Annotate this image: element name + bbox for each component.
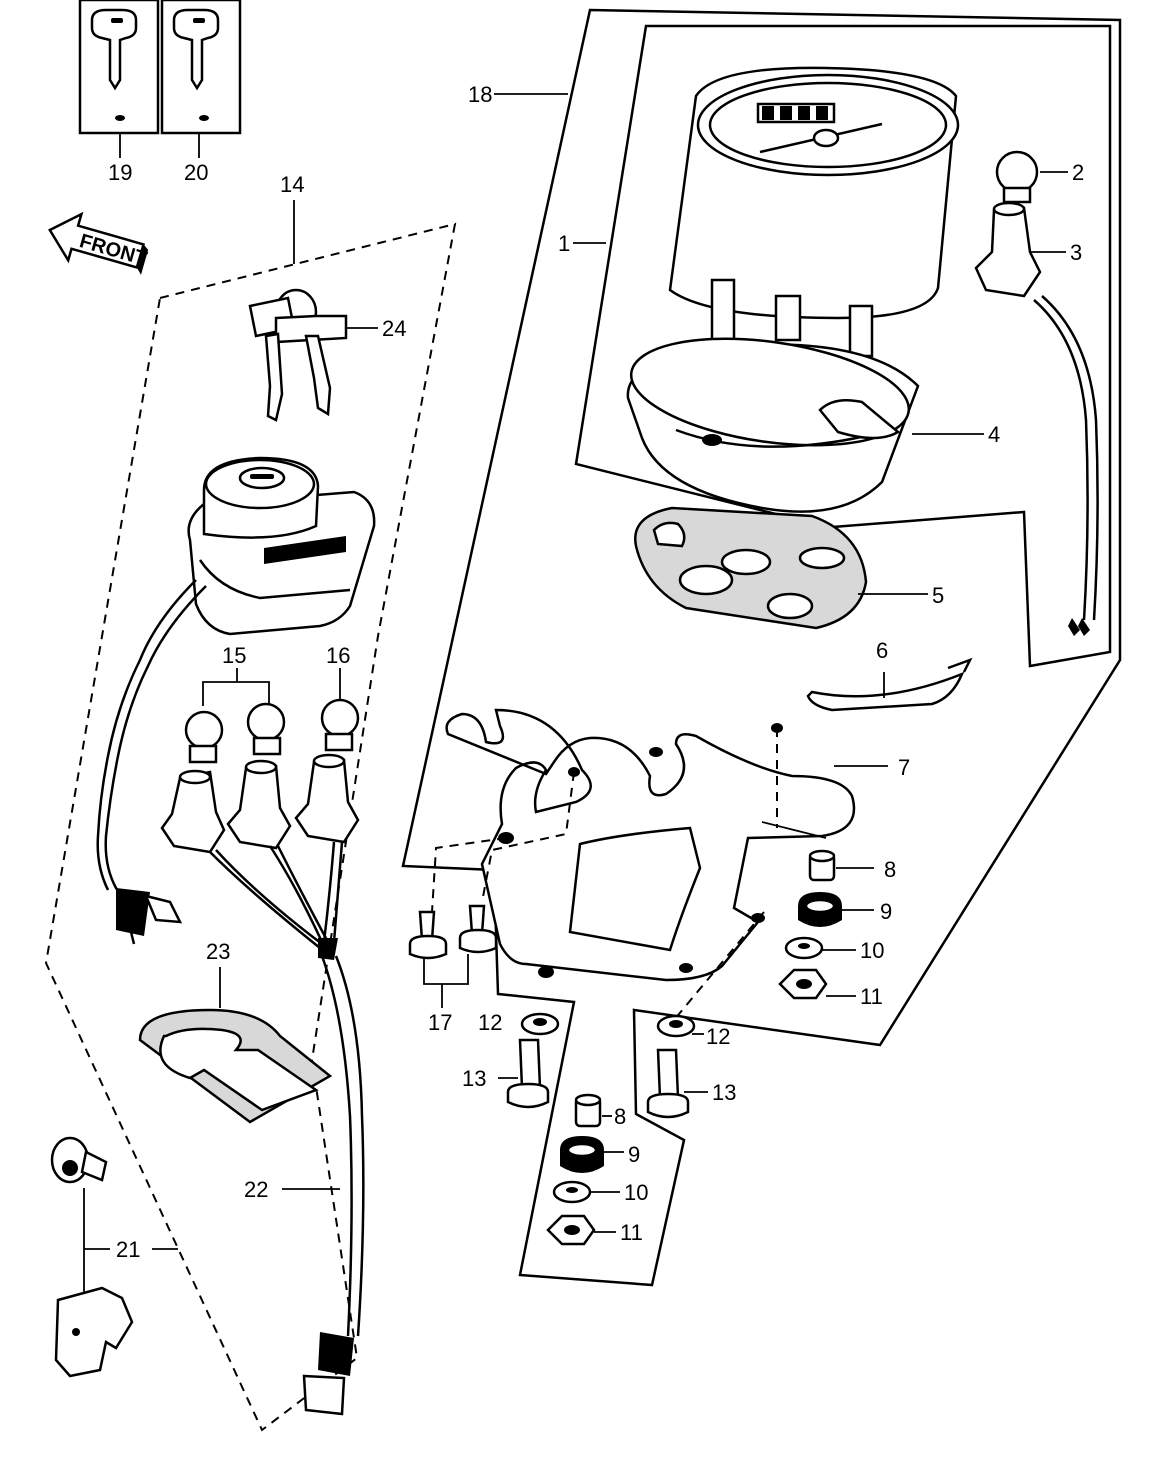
label-1: 1 [558, 231, 570, 256]
label-15: 15 [222, 643, 246, 668]
harness-connector-22 [302, 1332, 354, 1416]
bracket-7 [445, 708, 856, 982]
label-8a: 8 [884, 857, 896, 882]
washer-10a [784, 936, 824, 960]
bulb-2 [995, 150, 1039, 204]
label-21: 21 [116, 1237, 140, 1262]
screw-17a [408, 910, 448, 960]
cushion-5 [634, 506, 868, 630]
bulb-socket-3 [294, 753, 360, 844]
label-10b: 10 [624, 1180, 648, 1205]
label-16: 16 [326, 643, 350, 668]
label-11b: 11 [620, 1220, 643, 1245]
label-23: 23 [206, 939, 230, 964]
label-2: 2 [1072, 160, 1084, 185]
label-17: 17 [428, 1010, 452, 1035]
front-arrow: FRONT [48, 211, 149, 275]
ignition-switch [187, 456, 376, 636]
switch-connector [116, 888, 183, 945]
label-9a: 9 [880, 899, 892, 924]
label-10a: 10 [860, 938, 884, 963]
screw-17b [458, 904, 498, 954]
label-7: 7 [898, 755, 910, 780]
indicator-bulb-1 [184, 710, 224, 764]
label-5: 5 [932, 583, 944, 608]
washer-12a [520, 1012, 560, 1036]
key-blank-19 [78, 0, 160, 135]
bolt-13b [646, 1048, 690, 1119]
indicator-bulb-2 [246, 702, 286, 756]
indicator-bulb-3 [320, 698, 360, 752]
nut-11a [778, 968, 828, 1000]
label-11a: 11 [860, 984, 883, 1009]
socket-3 [974, 201, 1042, 298]
label-13b: 13 [712, 1080, 736, 1105]
clip-6 [806, 657, 973, 712]
label-3: 3 [1070, 240, 1082, 265]
grommet-9a [798, 892, 842, 927]
label-12a: 12 [478, 1010, 502, 1035]
ignition-keys-24 [248, 288, 348, 422]
speedometer-1 [668, 66, 960, 368]
label-13a: 13 [462, 1066, 486, 1091]
label-8b: 8 [614, 1104, 626, 1129]
bulb-socket-1 [160, 769, 226, 854]
washer-10b [552, 1180, 592, 1204]
bulb-socket-2 [226, 759, 292, 850]
spacer-8a [808, 849, 836, 882]
label-18: 18 [468, 82, 492, 107]
label-22: 22 [244, 1177, 268, 1202]
label-20: 20 [184, 160, 208, 185]
label-9b: 9 [628, 1142, 640, 1167]
washer-12b [656, 1014, 696, 1038]
spacer-8b [574, 1093, 602, 1128]
label-6: 6 [876, 638, 888, 663]
label-24: 24 [382, 316, 406, 341]
meter-case-4 [626, 337, 920, 513]
label-12b: 12 [706, 1024, 730, 1049]
steering-lock-21 [50, 1136, 134, 1378]
label-14: 14 [280, 172, 304, 197]
label-19: 19 [108, 160, 132, 185]
label-4: 4 [988, 422, 1000, 447]
gasket-23 [138, 1008, 333, 1124]
grommet-9b [560, 1136, 604, 1173]
part-labels: 1 2 3 4 5 6 7 8 9 10 11 12 12 13 13 8 9 … [108, 82, 1084, 1262]
key-blank-20 [160, 0, 242, 135]
bolt-13a [506, 1038, 550, 1109]
nut-11b [546, 1214, 596, 1246]
